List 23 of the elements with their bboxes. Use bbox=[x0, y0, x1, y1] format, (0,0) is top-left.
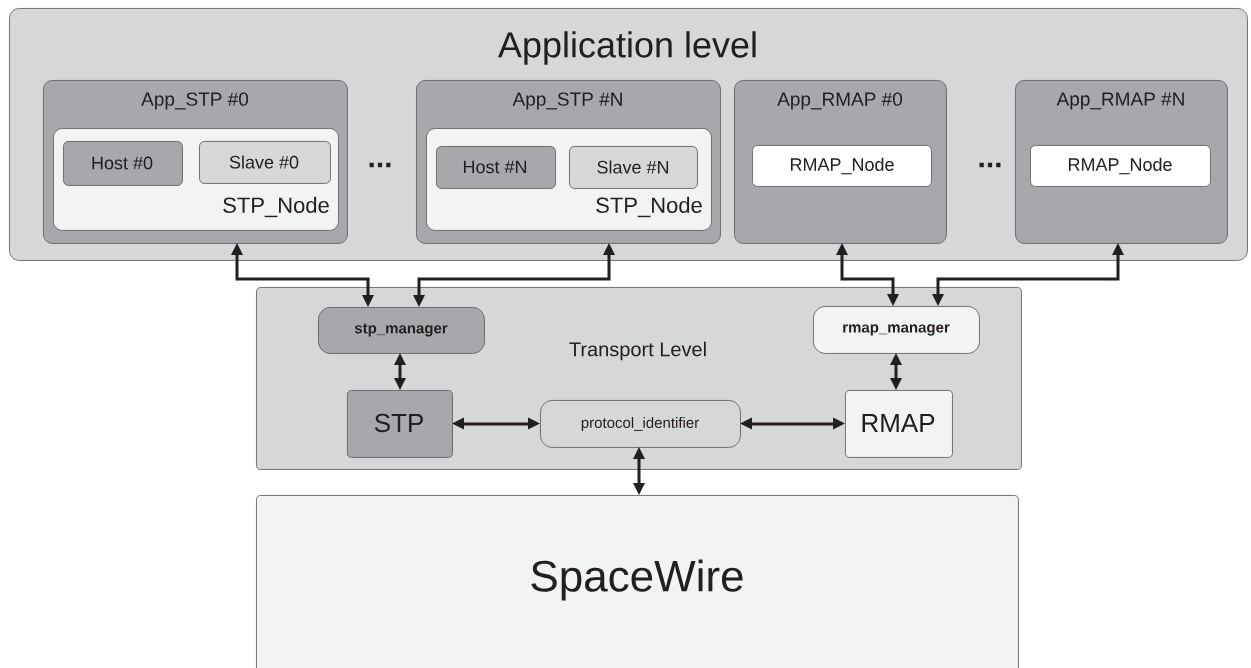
protocol-box: STP bbox=[347, 390, 453, 458]
process-box: Slave #N bbox=[569, 146, 698, 189]
identifier-box: protocol_identifier bbox=[540, 400, 741, 448]
process-box: RMAP_Node bbox=[752, 145, 932, 187]
arrow bbox=[231, 243, 374, 307]
ellipsis: ... bbox=[369, 162, 391, 168]
process-box: Host #0 bbox=[63, 141, 183, 186]
manager-box: stp_manager bbox=[318, 307, 485, 354]
arrow bbox=[633, 447, 645, 495]
arrow bbox=[932, 243, 1124, 306]
arrow bbox=[740, 417, 845, 430]
process-box: Slave #0 bbox=[199, 141, 331, 184]
protocol-box: RMAP bbox=[845, 390, 953, 458]
arrow bbox=[836, 243, 899, 306]
arrow bbox=[394, 353, 406, 390]
manager-box: rmap_manager bbox=[813, 306, 980, 354]
arrow bbox=[452, 417, 540, 430]
ellipsis: ... bbox=[979, 162, 1001, 168]
arrow bbox=[413, 243, 615, 307]
process-box: RMAP_Node bbox=[1030, 145, 1211, 187]
layer-panel: SpaceWire bbox=[256, 495, 1019, 668]
process-box: Host #N bbox=[436, 146, 556, 189]
arrow bbox=[890, 353, 902, 390]
